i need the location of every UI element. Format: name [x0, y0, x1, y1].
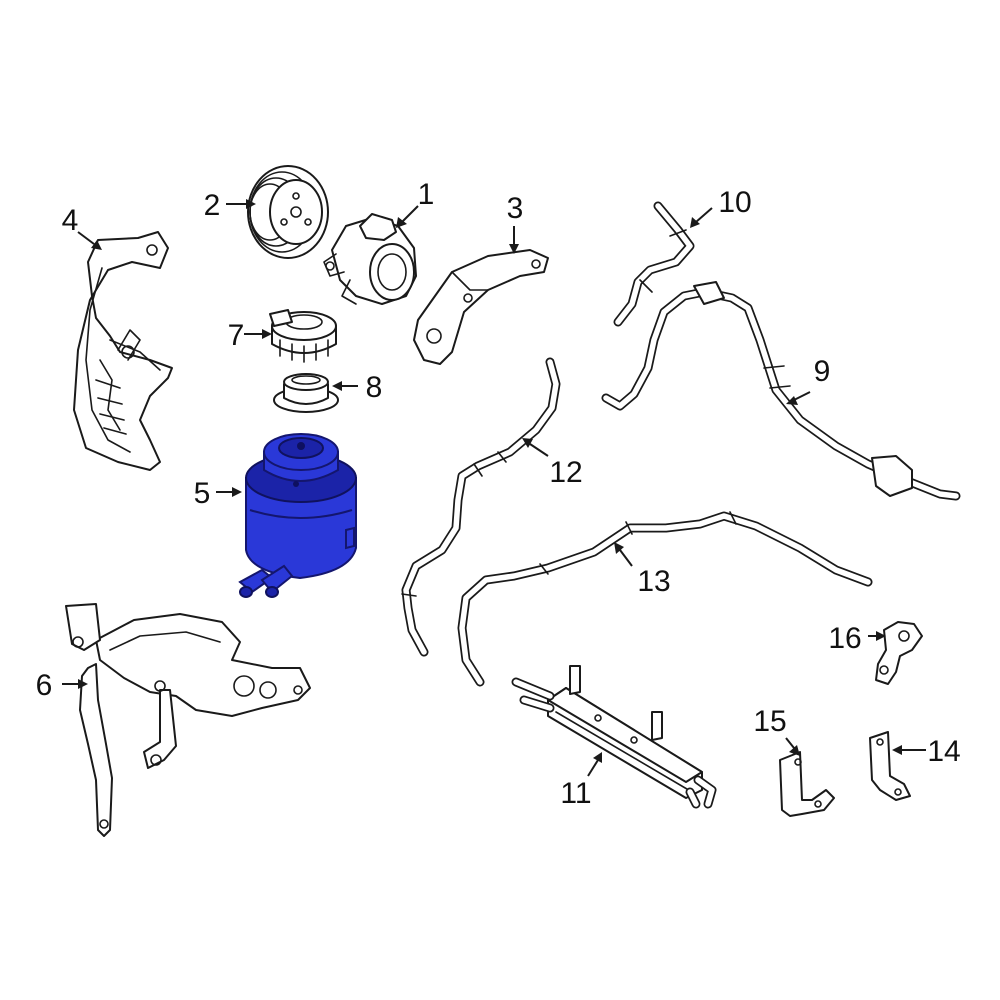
callout-8: 8: [366, 371, 383, 404]
part-10-suction-hose[interactable]: [613, 201, 695, 327]
part-13-cooler-line[interactable]: [457, 511, 873, 687]
callout-1: 1: [418, 178, 435, 211]
callout-6: 6: [36, 669, 53, 702]
callout-5: 5: [194, 477, 211, 510]
part-4-shield[interactable]: [73, 231, 173, 471]
callout-9: 9: [814, 355, 831, 388]
callout-4: 4: [62, 204, 79, 237]
callout-16: 16: [828, 622, 861, 655]
leader-lines: [62, 199, 926, 777]
part-1-pump[interactable]: [323, 213, 417, 305]
part-16-clamp[interactable]: [875, 621, 923, 685]
callout-10: 10: [718, 186, 751, 219]
part-14-bracket[interactable]: [869, 731, 911, 801]
part-9-pressure-hose[interactable]: [601, 281, 961, 501]
callout-14: 14: [927, 735, 960, 768]
part-11-cooler[interactable]: [511, 665, 717, 809]
part-3-bracket[interactable]: [413, 249, 549, 365]
part-15-bracket[interactable]: [779, 751, 835, 817]
callout-13: 13: [637, 565, 670, 598]
callout-15: 15: [753, 705, 786, 738]
part-12-return-hose[interactable]: [401, 357, 561, 657]
part-2-pulley[interactable]: [247, 165, 329, 259]
callout-11: 11: [560, 777, 591, 810]
part-6-mount-bracket[interactable]: [65, 603, 311, 837]
part-8-seal[interactable]: [273, 373, 339, 413]
callout-12: 12: [549, 456, 582, 489]
callout-7: 7: [228, 319, 245, 352]
part-7-cap[interactable]: [269, 309, 337, 363]
part-5-reservoir[interactable]: [238, 433, 357, 598]
callout-labels: 1 2 3 4 5 6 7 8 9 10 11 12 13 14 15 16: [36, 178, 961, 810]
callout-3: 3: [507, 192, 524, 225]
callout-2: 2: [204, 189, 221, 222]
